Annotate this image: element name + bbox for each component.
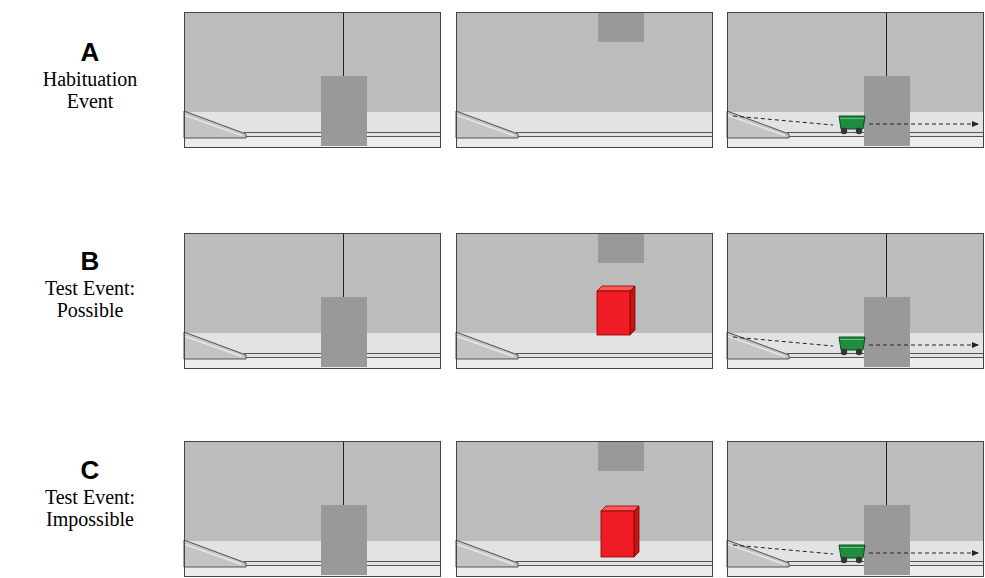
screen-lowered xyxy=(864,505,910,575)
screen-lowered xyxy=(864,76,910,146)
row-title: Test Event: Possible xyxy=(25,277,155,321)
panel-frame xyxy=(185,442,441,577)
impossible-panel-3 xyxy=(727,441,984,577)
screen-lowered xyxy=(321,505,367,575)
habituation-panel-2 xyxy=(456,12,713,148)
red-box xyxy=(601,511,634,557)
stage-background xyxy=(456,12,713,148)
panel-frame xyxy=(728,442,984,577)
row-letter: B xyxy=(20,247,160,275)
panel-frame xyxy=(457,13,713,148)
screen-raised xyxy=(598,441,644,471)
screen-string xyxy=(343,441,344,505)
stage-background xyxy=(184,233,441,369)
panel-frame xyxy=(185,234,441,369)
row-letter: A xyxy=(20,38,160,66)
possible-panel-2 xyxy=(456,233,713,369)
panel-frame xyxy=(457,234,713,369)
red-box-top xyxy=(601,506,639,511)
stage-background xyxy=(456,441,713,577)
panel-frame xyxy=(728,13,984,148)
stage-background xyxy=(184,441,441,577)
red-box-top xyxy=(597,286,635,291)
red-box-side xyxy=(634,506,639,557)
stage-background xyxy=(727,12,984,148)
rolling-car xyxy=(733,545,979,563)
screen-raised xyxy=(598,12,644,42)
panel-frame xyxy=(728,234,984,369)
possible-panel-1 xyxy=(184,233,441,369)
screen-string xyxy=(886,233,887,297)
screen-string xyxy=(886,12,887,76)
red-box-side xyxy=(630,286,635,335)
row-letter: C xyxy=(20,456,160,484)
screen-string xyxy=(343,12,344,76)
red-box xyxy=(597,291,630,335)
stage-background xyxy=(456,233,713,369)
screen-string xyxy=(343,233,344,297)
row-title: Test Event: Impossible xyxy=(25,486,155,530)
habituation-panel-3 xyxy=(727,12,984,148)
screen-lowered xyxy=(864,297,910,367)
screen-string xyxy=(886,441,887,505)
stage-background xyxy=(727,233,984,369)
possible-panel-3 xyxy=(727,233,984,369)
rolling-car xyxy=(733,116,979,134)
screen-lowered xyxy=(321,297,367,367)
row-title: Habituation Event xyxy=(25,68,155,112)
screen-raised xyxy=(598,233,644,263)
rolling-car xyxy=(733,337,979,355)
habituation-panel-1 xyxy=(184,12,441,148)
impossible-panel-2 xyxy=(456,441,713,577)
stage-background xyxy=(184,12,441,148)
screen-lowered xyxy=(321,76,367,146)
panel-frame xyxy=(457,442,713,577)
impossible-panel-1 xyxy=(184,441,441,577)
stage-background xyxy=(727,441,984,577)
panel-frame xyxy=(185,13,441,148)
